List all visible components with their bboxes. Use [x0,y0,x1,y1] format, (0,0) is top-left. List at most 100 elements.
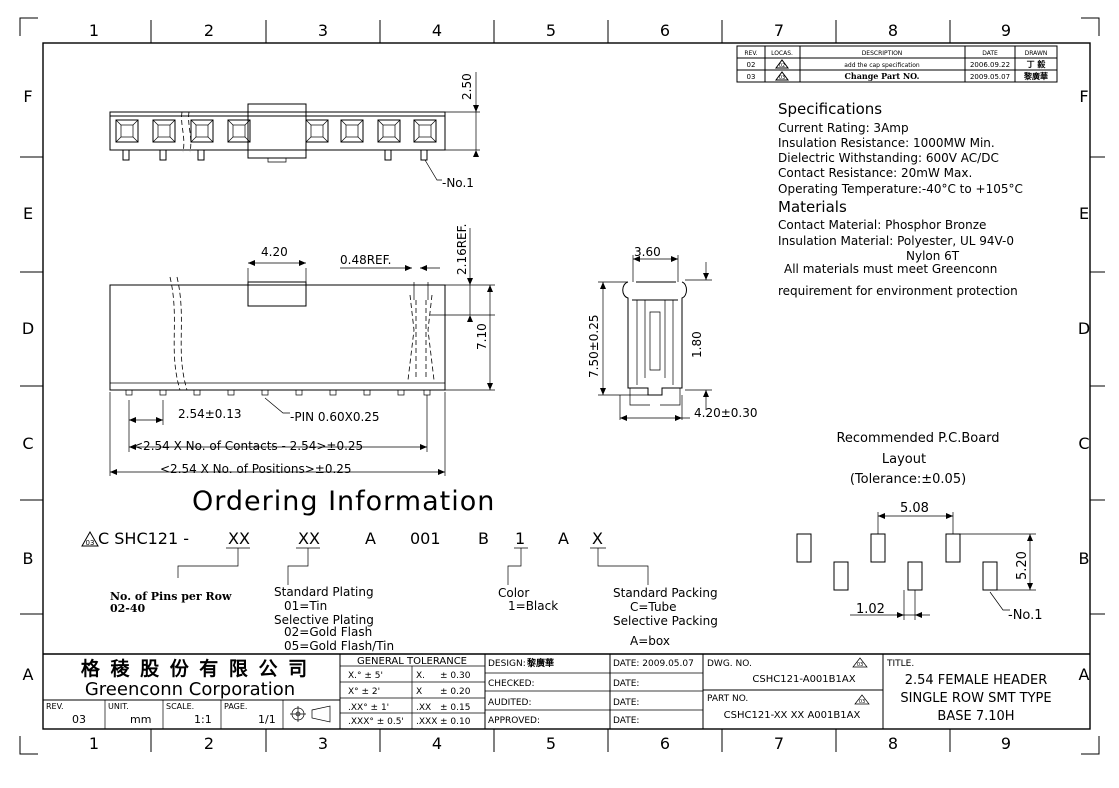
top-pin [420,150,428,161]
contact-cavity-inner [345,124,359,138]
grid-column-label: 9 [1001,21,1011,40]
contact-cavity-inner [418,124,432,138]
front-pin [227,389,235,396]
grid-column-label: 6 [660,21,670,40]
code-part: C SHC121 - [98,529,189,548]
pins-range: 02-40 [110,602,146,615]
tolerance-value: ± 0.10 [440,717,471,727]
contact-cavity-inner [157,124,171,138]
approved-label: APPROVED: [488,716,540,726]
plating-line: 01=Tin [284,599,327,613]
side-height-dim: 7.50±0.25 [587,315,601,379]
revision-triangle [775,59,789,69]
code-part: A [365,529,376,548]
pcb-pin1-label: -No.1 [1008,608,1043,623]
rev-header-rev: REV. [744,50,757,57]
ordering-title: Ordering Information [192,486,495,517]
checked-label: CHECKED: [488,679,535,689]
pcb-layout: Recommended P.C.Board Layout (Tolerance:… [796,431,1043,623]
grid-row-label: A [23,665,34,684]
contact-cavity-inner [120,124,134,138]
rev-row-drawn: 丁 毅 [1027,59,1047,69]
grid-column-label: 9 [1001,734,1011,753]
grid-row-label: F [1079,87,1088,106]
spec-line: Insulation Resistance: 1000MW Min. [778,136,995,150]
rev-header-drawn: DRAWN [1025,50,1048,57]
ref048-dim: 0.48REF. [340,253,391,267]
grid-column-label: 8 [888,734,898,753]
rev-row-desc: Change Part NO. [845,71,920,81]
drawing-title-line: 2.54 FEMALE HEADER [905,673,1048,688]
contact-cavity [305,119,329,143]
rev-header-loc: LOCAS. [771,50,793,57]
revision-triangle [81,530,99,547]
date-label: DATE: [613,698,639,708]
packing-line: A=box [630,634,670,648]
designer-name: 黎廣華 [526,657,554,669]
dwg-label: DWG. NO. [707,659,752,669]
top-pin1-label: -No.1 [442,176,474,190]
grid-row-label: A [1079,665,1090,684]
code-part: XX [228,529,250,548]
plating-line: 05=Gold Flash/Tin [284,639,394,653]
front-pin [423,389,431,396]
code-part: XX [298,529,320,548]
material-line: requirement for environment protection [778,284,1018,298]
rev-row-desc: add the cap specification [844,62,920,69]
rev-row-date: 2006.09.22 [970,61,1010,69]
code-part: B [478,529,489,548]
height-710-dim: 7.10 [475,323,489,350]
tolerance-value: ± 0.15 [440,703,470,713]
tolerance-place: X. [416,671,425,681]
grid-column-label: 4 [432,734,442,753]
rev-row-loc: 03 [779,75,785,81]
specifications-title: Specifications [778,100,882,118]
drawing-title-line: BASE 7.10H [937,709,1014,724]
side-view: 3.60 7.50±0.25 1.80 4.20±0.30 [587,245,758,421]
title-block: 格 稜 股 份 有 限 公 司 Greenconn Corporation RE… [43,653,1090,729]
ordering-rev-mark: 03 [86,539,95,547]
color-line: Color [498,586,529,600]
code-part: X [592,529,603,548]
pcb-pad [796,533,812,563]
ordering-information: Ordering Information 03 C SHC121 - XX XX… [81,486,718,653]
material-line: Contact Material: Phosphor Bronze [778,218,986,232]
specifications-block: Specifications Current Rating: 3Amp Insu… [778,100,1023,298]
grid-column-label: 2 [204,734,214,753]
front-pin [329,389,337,396]
contact-cavity [190,119,214,143]
grid-column-label: 7 [774,734,784,753]
contact-cavity-inner [195,124,209,138]
rev-label: REV. [46,702,64,711]
material-line: Insulation Material: Polyester, UL 94V-0 [778,234,1014,248]
tolerance-place: X [416,687,422,697]
front-pin [397,389,405,396]
grid-row-label: E [1079,204,1089,223]
grid-row-label: E [23,204,33,223]
unit-label: UNIT. [108,702,129,711]
pin-dim: -PIN 0.60X0.25 [290,410,380,424]
rev-header-desc: DESCRIPTION [862,50,903,57]
company-chinese-name: 格 稜 股 份 有 限 公 司 [81,657,309,680]
grid-row-label: C [1078,434,1089,453]
rev-row-drawn: 黎廣華 [1024,71,1048,81]
front-pin [125,389,133,396]
tolerance-angle: X.° ± 5' [348,671,383,681]
grid-column-label: 7 [774,21,784,40]
front-pin [363,389,371,396]
color-line: 1=Black [508,599,558,613]
rev-value: 03 [72,713,86,726]
code-part: 001 [410,529,441,548]
part-label: PART NO. [707,694,748,704]
grid-column-label: 5 [546,21,556,40]
scale-value: 1:1 [194,713,212,726]
side-width-dim: 3.60 [634,245,661,259]
tolerance-angle: .XX° ± 1' [348,703,389,713]
material-line: Nylon 6T [906,249,960,263]
revision-triangle [852,657,868,668]
front-pin [261,389,269,396]
grid-row-label: D [1078,319,1090,338]
pcb-pad [907,561,923,591]
